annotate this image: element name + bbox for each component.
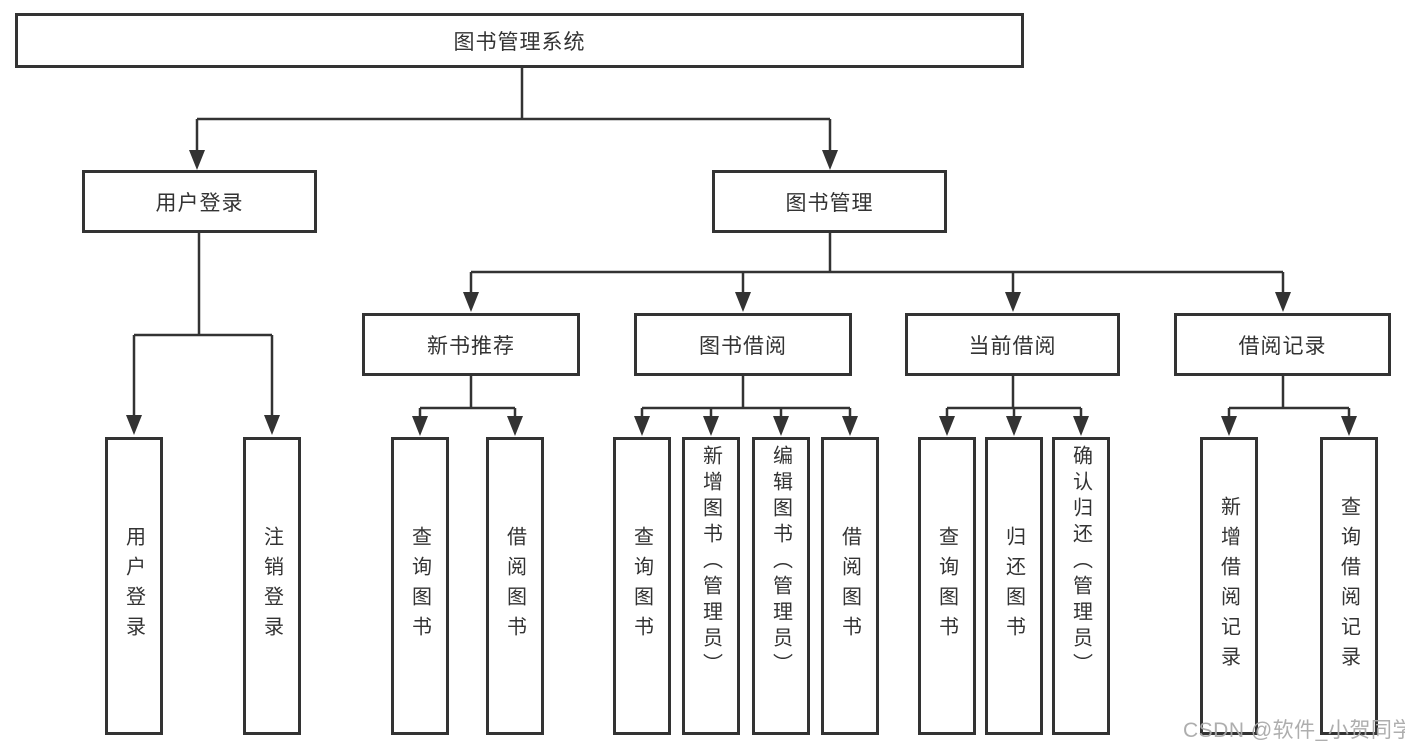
arrow-down-icon: [412, 416, 428, 436]
node-book-mgmt: 图书管理: [712, 170, 947, 233]
leaf-nbr-query-books-label: 查询图书: [408, 526, 431, 646]
arrow-down-icon: [126, 415, 142, 435]
connector-bookmgmt-to-level2: [469, 233, 1285, 295]
connector-borrowrecord-to-leaves: [1227, 376, 1351, 419]
arrow-down-icon: [634, 416, 650, 436]
connector-currentborrow-to-leaves: [945, 376, 1083, 419]
leaf-nbr-borrow-books: 借阅图书: [486, 437, 544, 735]
leaf-cb-query-books: 查询图书: [918, 437, 976, 735]
arrowhead-icons: [126, 150, 1357, 436]
node-book-mgmt-label: 图书管理: [785, 191, 874, 215]
arrow-down-icon: [1005, 292, 1021, 312]
node-current-borrow: 当前借阅: [905, 313, 1120, 376]
leaf-cb-return-books: 归还图书: [985, 437, 1043, 735]
node-root: 图书管理系统: [15, 13, 1024, 68]
leaf-bb-borrow-books-label: 借阅图书: [838, 526, 861, 646]
leaf-bb-edit-books-admin: 编辑图书（管理员）: [752, 437, 810, 735]
leaf-cb-confirm-return-admin-label: 确认归还（管理员）: [1069, 445, 1092, 679]
connector-userlogin-to-leaves: [132, 233, 274, 417]
arrow-down-icon: [703, 416, 719, 436]
node-new-book-rec-label: 新书推荐: [427, 334, 515, 358]
node-book-borrow-label: 图书借阅: [699, 334, 787, 358]
node-borrow-record: 借阅记录: [1174, 313, 1391, 376]
arrow-down-icon: [463, 292, 479, 312]
arrow-down-icon: [939, 416, 955, 436]
leaf-bb-add-books-admin-label: 新增图书（管理员）: [699, 445, 722, 679]
leaf-logout: 注销登录: [243, 437, 301, 735]
arrow-down-icon: [264, 415, 280, 435]
leaf-br-add-record-label: 新增借阅记录: [1217, 496, 1240, 676]
arrow-down-icon: [822, 150, 838, 170]
connector-bookborrow-to-leaves: [640, 376, 852, 419]
connector-newbookrec-to-leaves: [418, 376, 517, 419]
connector-root-to-level1: [195, 68, 832, 151]
leaf-bb-add-books-admin: 新增图书（管理员）: [682, 437, 740, 735]
arrow-down-icon: [1275, 292, 1291, 312]
leaf-user-login-label: 用户登录: [122, 526, 145, 646]
arrow-down-icon: [1006, 416, 1022, 436]
leaf-cb-confirm-return-admin: 确认归还（管理员）: [1052, 437, 1110, 735]
node-user-login: 用户登录: [82, 170, 317, 233]
leaf-br-add-record: 新增借阅记录: [1200, 437, 1258, 735]
leaf-nbr-borrow-books-label: 借阅图书: [503, 526, 526, 646]
node-user-login-label: 用户登录: [155, 191, 244, 215]
arrow-down-icon: [773, 416, 789, 436]
leaf-br-query-record: 查询借阅记录: [1320, 437, 1378, 735]
arrow-down-icon: [1221, 416, 1237, 436]
leaf-logout-label: 注销登录: [260, 526, 283, 646]
arrow-down-icon: [1341, 416, 1357, 436]
leaf-user-login: 用户登录: [105, 437, 163, 735]
node-borrow-record-label: 借阅记录: [1238, 334, 1327, 358]
arrow-down-icon: [507, 416, 523, 436]
arrow-down-icon: [1073, 416, 1089, 436]
leaf-bb-edit-books-admin-label: 编辑图书（管理员）: [769, 445, 792, 679]
leaf-bb-query-books-label: 查询图书: [630, 526, 653, 646]
node-current-borrow-label: 当前借阅: [968, 334, 1057, 358]
leaf-nbr-query-books: 查询图书: [391, 437, 449, 735]
watermark: CSDN @软件_小贺同学: [1183, 719, 1405, 742]
leaf-br-query-record-label: 查询借阅记录: [1337, 496, 1360, 676]
node-root-label: 图书管理系统: [453, 30, 586, 54]
leaf-cb-return-books-label: 归还图书: [1002, 526, 1025, 646]
leaf-bb-query-books: 查询图书: [613, 437, 671, 735]
arrow-down-icon: [189, 150, 205, 170]
leaf-cb-query-books-label: 查询图书: [935, 526, 958, 646]
arrow-down-icon: [842, 416, 858, 436]
node-book-borrow: 图书借阅: [634, 313, 852, 376]
leaf-bb-borrow-books: 借阅图书: [821, 437, 879, 735]
node-new-book-rec: 新书推荐: [362, 313, 580, 376]
arrow-down-icon: [735, 292, 751, 312]
